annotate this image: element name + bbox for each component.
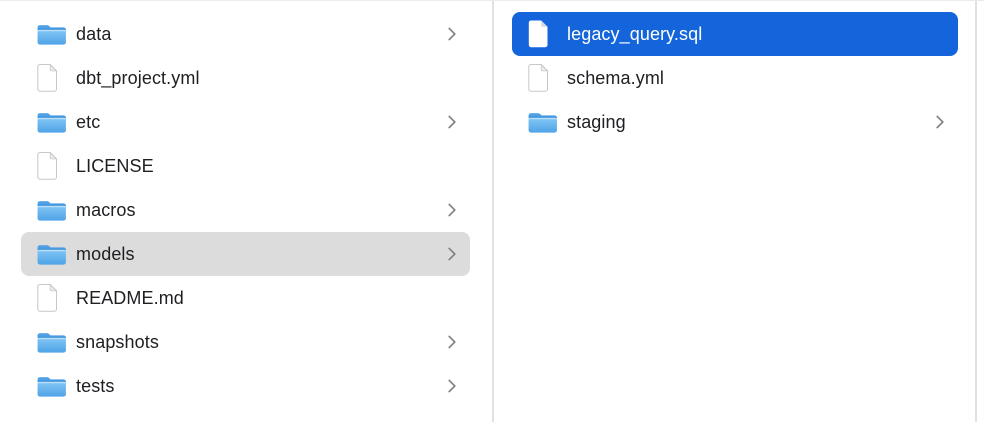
item-label: staging [567, 111, 626, 132]
chevron-right-icon [447, 378, 457, 394]
item-label: data [76, 23, 112, 44]
row-staging[interactable]: staging [512, 100, 958, 144]
item-label: schema.yml [567, 67, 665, 88]
row-readme-md[interactable]: README.md [21, 276, 470, 320]
item-label: legacy_query.sql [567, 23, 703, 44]
document-icon [36, 63, 76, 93]
chevron-right-icon [447, 202, 457, 218]
item-label: macros [76, 199, 136, 220]
row-license[interactable]: LICENSE [21, 144, 470, 188]
item-label: etc [76, 111, 101, 132]
item-label: snapshots [76, 331, 159, 352]
item-label: dbt_project.yml [76, 67, 200, 88]
row-legacy-query-sql[interactable]: legacy_query.sql [512, 12, 958, 56]
column-right: legacy_query.sql schema.yml staging [494, 1, 975, 422]
item-label: models [76, 243, 135, 264]
column-next-empty [977, 1, 984, 422]
folder-icon [527, 110, 567, 135]
chevron-right-icon [447, 114, 457, 130]
folder-icon [36, 198, 76, 223]
folder-icon [36, 110, 76, 135]
column-resize-handle[interactable] [975, 1, 977, 422]
chevron-right-icon [447, 246, 457, 262]
folder-icon [36, 374, 76, 399]
row-schema-yml[interactable]: schema.yml [512, 56, 958, 100]
chevron-right-icon [447, 26, 457, 42]
document-icon [527, 19, 567, 49]
row-etc[interactable]: etc [21, 100, 470, 144]
column-left: data dbt_project.yml etc LICENSE macros … [0, 1, 492, 422]
folder-icon [36, 242, 76, 267]
row-macros[interactable]: macros [21, 188, 470, 232]
item-label: README.md [76, 287, 184, 308]
row-snapshots[interactable]: snapshots [21, 320, 470, 364]
column-resize-handle[interactable] [492, 1, 494, 422]
document-icon [527, 63, 567, 93]
folder-icon [36, 22, 76, 47]
document-icon [36, 283, 76, 313]
row-models[interactable]: models [21, 232, 470, 276]
row-data[interactable]: data [21, 12, 470, 56]
document-icon [36, 151, 76, 181]
row-tests[interactable]: tests [21, 364, 470, 408]
item-label: LICENSE [76, 155, 154, 176]
chevron-right-icon [935, 114, 945, 130]
item-label: tests [76, 375, 115, 396]
row-dbt-project-yml[interactable]: dbt_project.yml [21, 56, 470, 100]
folder-icon [36, 330, 76, 355]
chevron-right-icon [447, 334, 457, 350]
